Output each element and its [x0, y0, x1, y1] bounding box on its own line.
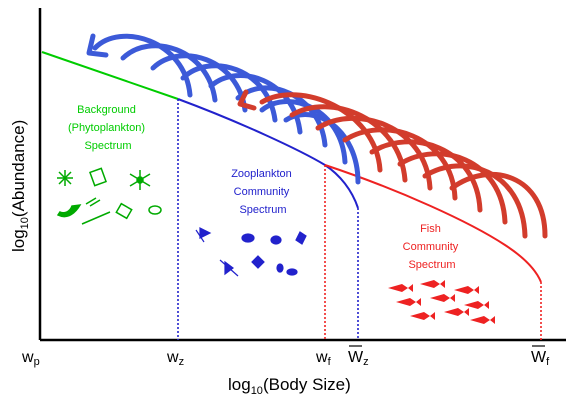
zooplankton-label-line1: Zooplankton — [231, 168, 292, 180]
tick-Wf: Wf — [531, 349, 550, 368]
fish-label: Fish Community Spectrum — [403, 223, 462, 271]
zooplankton-icons — [195, 227, 307, 277]
x-axis-title: log10(Body Size) — [228, 375, 351, 397]
y-axis-title: log10(Abundance) — [9, 120, 31, 252]
fish-predation-arrows — [259, 92, 548, 239]
fish-label-line2: Community — [403, 241, 459, 253]
background-label: Background (Phytoplankton) Spectrum — [68, 104, 148, 152]
zooplankton-label-line3: Spectrum — [239, 204, 286, 216]
fish-school-icons — [388, 280, 495, 324]
zooplankton-arrowheads — [86, 33, 109, 58]
fish-spectrum-line — [324, 164, 542, 283]
background-label-line3: Spectrum — [84, 140, 131, 152]
tick-wp: wp — [21, 349, 40, 368]
fish-arrowheads — [237, 89, 257, 111]
fish-label-line3: Spectrum — [408, 259, 455, 271]
fish-label-line1: Fish — [420, 223, 441, 235]
tick-Wz: Wz — [348, 349, 369, 368]
tick-wz: wz — [166, 349, 184, 368]
tick-wf: wf — [315, 349, 332, 368]
x-tick-labels: wp wz wf Wz Wf — [21, 345, 550, 368]
zooplankton-label-line2: Community — [234, 186, 290, 198]
phytoplankton-icons — [56, 167, 162, 225]
zooplankton-label: Zooplankton Community Spectrum — [231, 168, 295, 216]
background-label-line1: Background — [77, 104, 136, 116]
zooplankton-spectrum-line — [177, 98, 359, 209]
background-label-line2: (Phytoplankton) — [68, 122, 145, 134]
background-spectrum-line — [41, 51, 179, 100]
